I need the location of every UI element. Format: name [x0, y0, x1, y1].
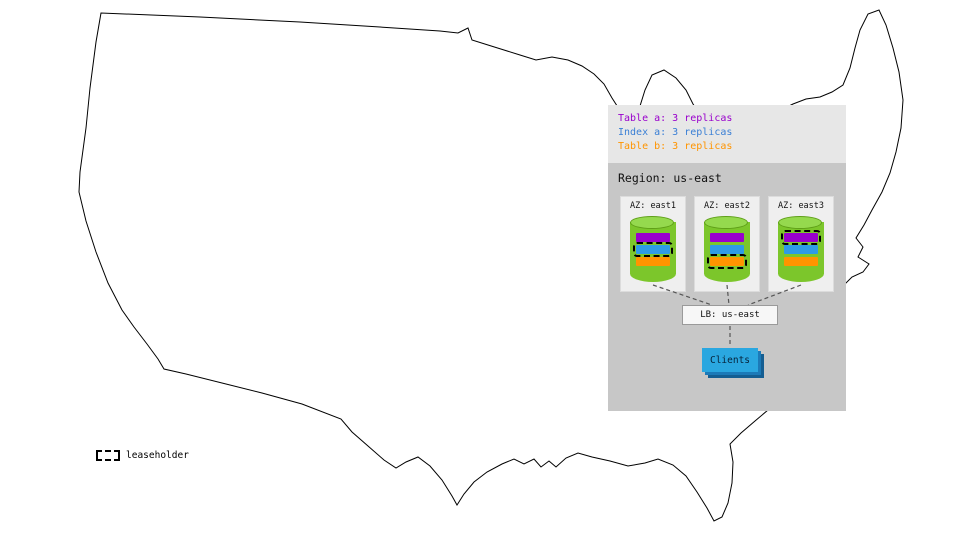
replica-index-a-leaseholder	[633, 242, 673, 257]
replica-bars	[630, 222, 676, 266]
replica-table-b	[636, 257, 670, 266]
replica-legend: Table a: 3 replicas Index a: 3 replicas …	[608, 105, 846, 154]
clients-label: Clients	[709, 354, 751, 366]
legend-table-b: Table b: 3 replicas	[618, 141, 733, 152]
replica-index-a	[784, 245, 818, 254]
legend-index-a: Index a: 3 replicas	[618, 127, 733, 138]
database-cylinder-east1	[630, 216, 676, 282]
az-row: AZ: east1 AZ: east2	[620, 196, 834, 292]
replica-table-a-leaseholder	[781, 230, 821, 245]
legend-table-a: Table a: 3 replicas	[618, 113, 733, 124]
database-cylinder-east3	[778, 216, 824, 282]
region-box: Region: us-east AZ: east1 AZ: east2	[608, 163, 846, 411]
leaseholder-legend-label: leaseholder	[126, 450, 189, 461]
replica-table-a	[636, 233, 670, 242]
az-box-east3: AZ: east3	[768, 196, 834, 292]
leaseholder-swatch-icon	[96, 450, 120, 461]
load-balancer-box: LB: us-east	[682, 305, 778, 325]
leaseholder-legend: leaseholder	[96, 450, 189, 461]
replica-index-a	[710, 245, 744, 254]
az-box-east1: AZ: east1	[620, 196, 686, 292]
database-cylinder-east2	[704, 216, 750, 282]
replica-table-b-leaseholder	[707, 254, 747, 269]
az-box-east2: AZ: east2	[694, 196, 760, 292]
az-label: AZ: east2	[703, 201, 751, 211]
replica-table-a	[710, 233, 744, 242]
replica-bars	[704, 222, 750, 269]
clients-box: Clients	[702, 348, 758, 372]
replica-bars	[778, 222, 824, 266]
region-title: Region: us-east	[618, 171, 722, 185]
replica-table-b	[784, 257, 818, 266]
topology-panel: Table a: 3 replicas Index a: 3 replicas …	[608, 105, 846, 411]
az-label: AZ: east1	[629, 201, 677, 211]
az-label: AZ: east3	[777, 201, 825, 211]
